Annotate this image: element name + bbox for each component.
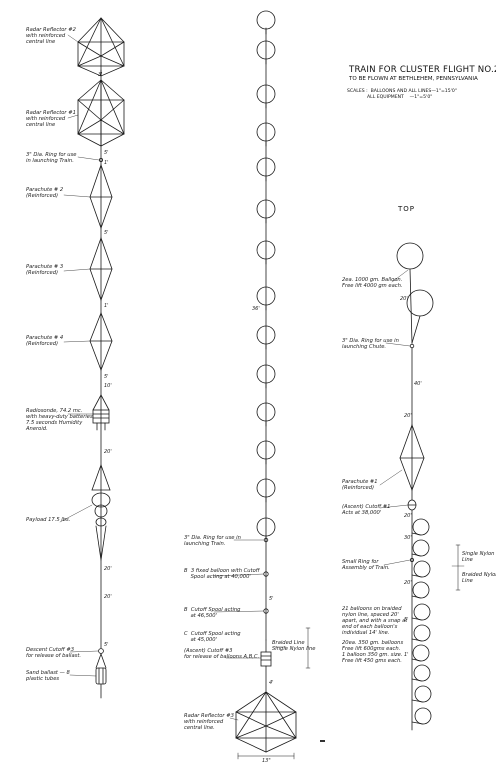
left-dim-9: 20' <box>104 594 112 600</box>
label-small-ring: Small Ring for Assembly of Train. <box>342 559 390 571</box>
middle-balloon-1 <box>256 10 276 30</box>
label-braided-line: Braided Line Single Nylon line <box>272 640 316 652</box>
right-dim-7: 5' <box>404 617 409 623</box>
left-dim-8: 20' <box>104 449 112 455</box>
right-balloon-5-stem <box>411 617 423 621</box>
right-train <box>379 242 465 731</box>
right-balloon-3 <box>413 560 431 578</box>
right-balloon-7 <box>412 644 430 662</box>
right-balloon-4 <box>412 581 430 599</box>
left-dim-2: 5' <box>104 150 109 156</box>
diagram-title: TRAIN FOR CLUSTER FLIGHT NO.2 <box>349 65 496 75</box>
label-parachute-2: Parachute # 2 (Reinforced) <box>26 187 64 199</box>
left-ring-shape <box>99 157 104 162</box>
label-radar-reflector-1: Radar Reflector #1 with reinforced centr… <box>26 110 76 128</box>
left-train <box>59 17 125 699</box>
right-balloon-1-stem <box>411 532 422 536</box>
right-dim-3: 20' <box>404 413 412 419</box>
left-dim-1: 3' <box>98 72 103 78</box>
radar-reflector-1-shape <box>77 79 125 147</box>
scales-line-1: SCALES : BALLOONS AND ALL LINES—1"=15'0" <box>347 89 457 94</box>
label-cutoff-spool-b: B Cutoff Spool acting at 46,500' <box>184 607 241 619</box>
label-payload: Payload 17.5 lbs. <box>26 517 71 523</box>
right-dim-1: 20' <box>400 296 408 302</box>
left-dim-3: 1' <box>104 160 109 166</box>
label-ascent-cutoff-1: (Ascent) Cutoff #1 Acts at 38,000' <box>342 504 391 516</box>
label-radiosonde: Radiosonde, 74.2 mc. with heavy-duty bat… <box>26 408 93 432</box>
label-cutoff-b-fixed: B 3 fixed balloon with Cutoff Spool acti… <box>184 568 260 580</box>
left-dim-4: 5' <box>104 230 109 236</box>
scales-note: SCALES : BALLOONS AND ALL LINES—1"=15'0"… <box>347 89 457 101</box>
diagram-subtitle: TO BE FLOWN AT BETHLEHEM, PENNSYLVANIA <box>349 76 478 82</box>
parachute-1-shape <box>399 423 425 492</box>
radar-reflector-3-shape <box>235 691 297 753</box>
radar-reflector-2-shape <box>77 17 125 77</box>
right-balloon-6-stem <box>411 638 423 642</box>
left-dim-7: 10' <box>104 383 112 389</box>
label-left-ring: 3" Dia. Ring for use in launching Train. <box>26 152 77 164</box>
right-dim-6: 20' <box>404 580 412 586</box>
label-middle-ring: 3" Dia. Ring for use in launching Train. <box>184 535 241 547</box>
label-parachute-3: Parachute # 3 (Reinforced) <box>26 264 64 276</box>
right-balloon-7-stem <box>411 658 422 662</box>
label-right-balloons: 2ea. 1000 gm. Balloon. Free lift 4000 gm… <box>342 277 403 289</box>
stray-mark <box>320 740 325 742</box>
top-label: TOP <box>398 205 416 213</box>
radiosonde-shape <box>92 394 110 431</box>
label-radar-reflector-3: Radar Reflector #3 with reinforced centr… <box>184 713 234 731</box>
right-top-balloon-1 <box>396 242 424 270</box>
right-balloon-group <box>411 518 432 725</box>
label-cutoff-spool-c: C Cutoff Spool acting at 45,000' <box>184 631 241 643</box>
parachute-4-shape <box>89 311 113 372</box>
left-dim-6: 5' <box>104 374 109 380</box>
right-balloon-9-stem <box>411 699 424 703</box>
label-20-balloons: 20ea. 350 gm. balloons Free lift 600gms … <box>342 640 404 664</box>
middle-balloon-group <box>256 10 276 542</box>
left-dim-10: 20' <box>104 566 112 572</box>
right-balloon-9 <box>414 685 432 703</box>
parachute-2-shape <box>89 163 113 230</box>
label-sand-ballast: Sand ballast — 8 plastic tubes <box>26 670 70 682</box>
parachute-3-shape <box>89 236 113 302</box>
right-balloon-4-stem <box>411 595 422 599</box>
left-dim-5: 1' <box>104 303 109 309</box>
right-balloon-1 <box>412 518 430 536</box>
label-parachute-4: Parachute # 4 (Reinforced) <box>26 335 64 347</box>
label-braided-nylon: Braided Nylon Line <box>462 572 496 584</box>
right-balloon-10-stem <box>411 721 424 725</box>
right-balloon-8-stem <box>411 678 423 682</box>
label-radar-reflector-2: Radar Reflector #2 with reinforced centr… <box>26 27 76 45</box>
right-balloon-5 <box>413 603 431 621</box>
right-dim-8: 1' <box>404 652 409 658</box>
right-dim-5: 30' <box>404 535 412 541</box>
right-balloon-2 <box>412 539 430 557</box>
right-balloon-6 <box>413 624 431 642</box>
right-dim-4: 20' <box>404 513 412 519</box>
middle-train <box>213 10 311 760</box>
right-balloon-8 <box>413 664 431 682</box>
label-right-ring: 3" Dia. Ring for use in launching Chute. <box>342 338 399 350</box>
scales-line-2: ALL EQUIPMENT —1"=5'0" <box>367 95 433 100</box>
right-ring-shape <box>409 343 415 349</box>
middle-dim-2: 4' <box>269 680 274 686</box>
middle-bottom-dim: 13" <box>262 758 271 764</box>
label-ascent-cutoff-3: (Ascent) Cutoff #3 for release of balloo… <box>184 648 260 660</box>
right-dim-2: 40' <box>414 381 422 387</box>
ascent-cutoff-3-shape <box>260 639 272 693</box>
left-dim-11: 5' <box>104 642 109 648</box>
right-balloon-3-stem <box>411 574 423 578</box>
right-balloon-10 <box>414 707 432 725</box>
middle-dim-36: 36' <box>252 306 260 312</box>
label-21-balloons: 21 balloons on braided nylon line, space… <box>342 606 408 636</box>
sand-ballast-shape <box>95 648 107 699</box>
label-single-nylon: Single Nylon Line <box>462 551 495 563</box>
payload-shape <box>91 464 111 561</box>
middle-dim-1: 5' <box>269 596 274 602</box>
label-parachute-1: Parachute #1 (Reinforced) <box>342 479 378 491</box>
label-descent-cutoff: Descent Cutoff #3 for release of ballast… <box>26 647 82 659</box>
right-balloon-2-stem <box>411 553 422 557</box>
small-ring-shape <box>409 558 414 563</box>
